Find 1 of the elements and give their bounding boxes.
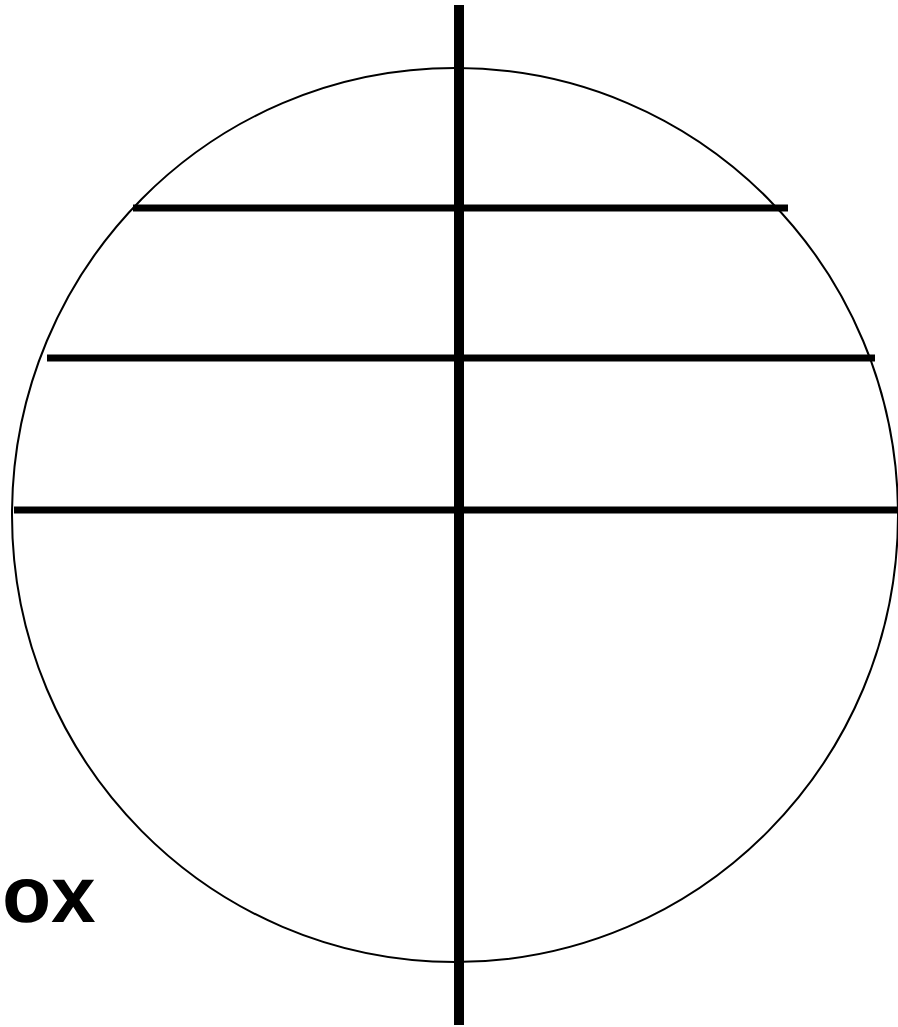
label: ox [5, 878, 95, 923]
